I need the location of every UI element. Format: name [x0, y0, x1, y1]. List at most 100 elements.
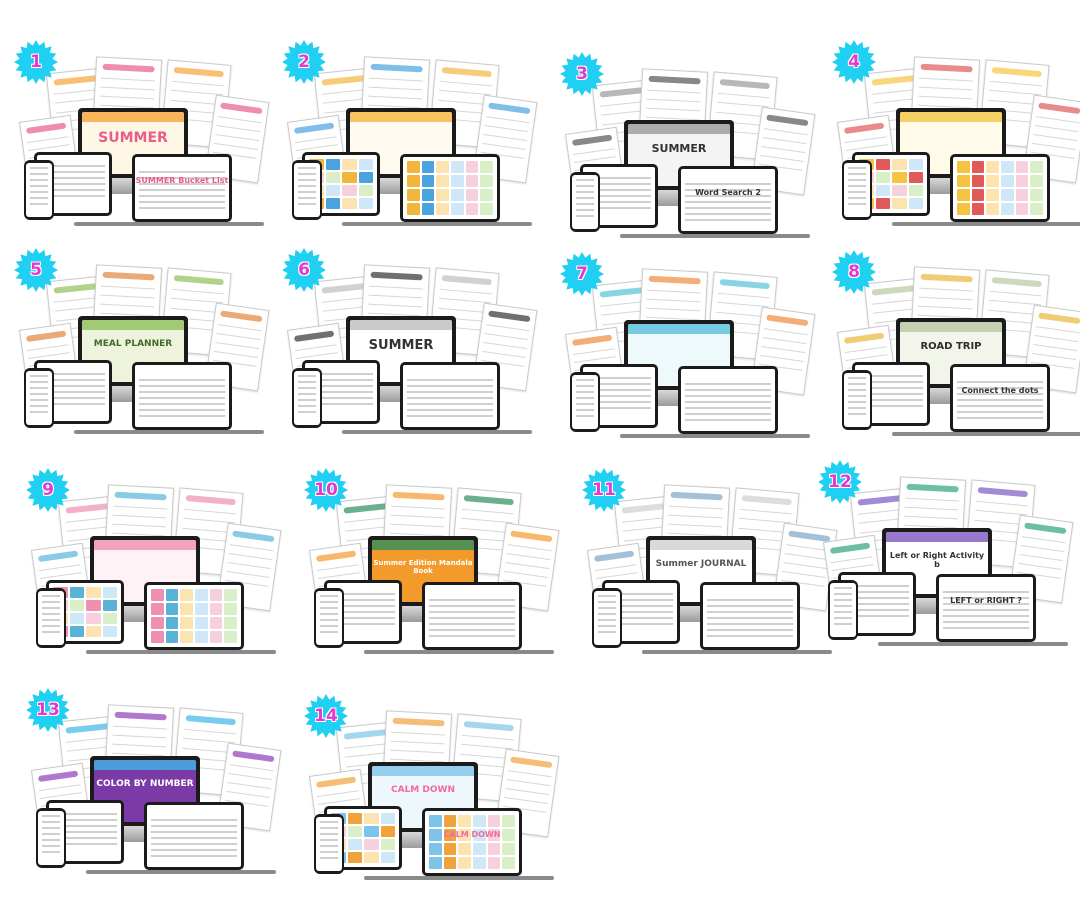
product-number-badge: 7: [560, 252, 604, 296]
phone-mockup: [292, 160, 322, 220]
tablet-title-text: CALM DOWN: [443, 829, 501, 839]
product-number: 2: [298, 52, 310, 72]
phone-screen: [316, 591, 342, 645]
phone-mockup: [292, 368, 322, 428]
monitor-base: [74, 222, 264, 226]
monitor-base: [86, 870, 276, 874]
product-card-3[interactable]: SUMMER Word Search 2 3: [560, 52, 816, 262]
tablet-screen: [135, 365, 229, 427]
phone-screen: [830, 583, 856, 637]
monitor-mockup: SUMMER: [78, 108, 188, 178]
phone-screen: [26, 163, 52, 217]
phone-mockup: [592, 588, 622, 648]
product-number-badge: 9: [26, 468, 70, 512]
product-number-badge: 14: [304, 694, 348, 738]
phone-mockup: [24, 160, 54, 220]
tablet-title-text: Word Search 2: [695, 187, 761, 197]
product-number-badge: 11: [582, 468, 626, 512]
monitor-base: [642, 650, 832, 654]
product-number: 8: [848, 262, 860, 282]
tablet-mockup: [950, 154, 1050, 222]
tablet-screen: [681, 369, 775, 431]
product-number: 3: [576, 64, 588, 84]
product-card-5[interactable]: MEAL PLANNER 5: [14, 248, 270, 458]
phone-mockup: [842, 160, 872, 220]
monitor-title-text: SUMMER: [368, 337, 434, 353]
monitor-base: [364, 650, 554, 654]
product-card-7[interactable]: 7: [560, 252, 816, 462]
product-number: 7: [576, 264, 588, 284]
tablet-screen: [147, 805, 241, 867]
phone-mockup: [314, 588, 344, 648]
product-card-14[interactable]: CALM DOWN CALM DOWN 14: [304, 694, 560, 904]
phone-screen: [572, 375, 598, 429]
tablet-screen: Word Search 2: [681, 169, 775, 231]
tablet-mockup: Word Search 2: [678, 166, 778, 234]
product-number: 13: [36, 700, 60, 720]
product-number-badge: 3: [560, 52, 604, 96]
phone-screen: [572, 175, 598, 229]
product-card-2[interactable]: 2: [282, 40, 538, 250]
phone-screen: [38, 591, 64, 645]
product-card-6[interactable]: SUMMER 6: [282, 248, 538, 458]
product-number: 6: [298, 260, 310, 280]
product-number: 9: [42, 480, 54, 500]
phone-screen: [316, 817, 342, 871]
monitor-title-text: SUMMER: [651, 141, 707, 155]
tablet-mockup: [144, 802, 244, 870]
product-number-badge: 2: [282, 40, 326, 84]
product-number: 14: [314, 706, 338, 726]
monitor-title-text: Summer JOURNAL: [655, 558, 747, 569]
tablet-screen: [403, 365, 497, 427]
product-number-badge: 13: [26, 688, 70, 732]
tablet-screen: LEFT or RIGHT ?: [939, 577, 1033, 639]
monitor-title-text: MEAL PLANNER: [93, 338, 173, 349]
monitor-base: [74, 430, 264, 434]
monitor-base: [86, 650, 276, 654]
product-card-8[interactable]: ROAD TRIP Connect the dots 8: [832, 250, 1080, 460]
product-number: 5: [30, 260, 42, 280]
phone-mockup: [36, 808, 66, 868]
tablet-mockup: [422, 582, 522, 650]
monitor-base: [892, 222, 1080, 226]
phone-mockup: [314, 814, 344, 874]
monitor-title-text: CALM DOWN: [391, 784, 455, 795]
product-card-4[interactable]: 4: [832, 40, 1080, 250]
product-card-11[interactable]: Summer JOURNAL 11: [582, 468, 838, 678]
monitor-base: [364, 876, 554, 880]
tablet-mockup: [678, 366, 778, 434]
product-number-badge: 5: [14, 248, 58, 292]
tablet-mockup: SUMMER Bucket List: [132, 154, 232, 222]
monitor-title-text: ROAD TRIP: [920, 340, 982, 352]
tablet-mockup: LEFT or RIGHT ?: [936, 574, 1036, 642]
phone-mockup: [570, 172, 600, 232]
product-number: 11: [592, 480, 616, 500]
tablet-mockup: [400, 154, 500, 222]
tablet-screen: SUMMER Bucket List: [135, 157, 229, 219]
product-number-badge: 12: [818, 460, 862, 504]
product-card-9[interactable]: 9: [26, 468, 282, 678]
monitor-title-text: Summer Edition Mandala Book: [373, 558, 473, 575]
product-number: 12: [828, 472, 852, 492]
phone-screen: [294, 163, 320, 217]
phone-mockup: [24, 368, 54, 428]
tablet-title-text: Connect the dots: [961, 385, 1039, 395]
tablet-screen: [147, 585, 241, 647]
tablet-mockup: CALM DOWN: [422, 808, 522, 876]
phone-screen: [844, 163, 870, 217]
tablet-mockup: [144, 582, 244, 650]
tablet-screen: [425, 585, 519, 647]
tablet-screen: [703, 585, 797, 647]
monitor-base: [342, 430, 532, 434]
product-number: 1: [30, 52, 42, 72]
monitor-base: [620, 434, 810, 438]
tablet-screen: Connect the dots: [953, 367, 1047, 429]
tablet-mockup: [400, 362, 500, 430]
product-number: 4: [848, 52, 860, 72]
monitor-base: [342, 222, 532, 226]
phone-screen: [294, 371, 320, 425]
